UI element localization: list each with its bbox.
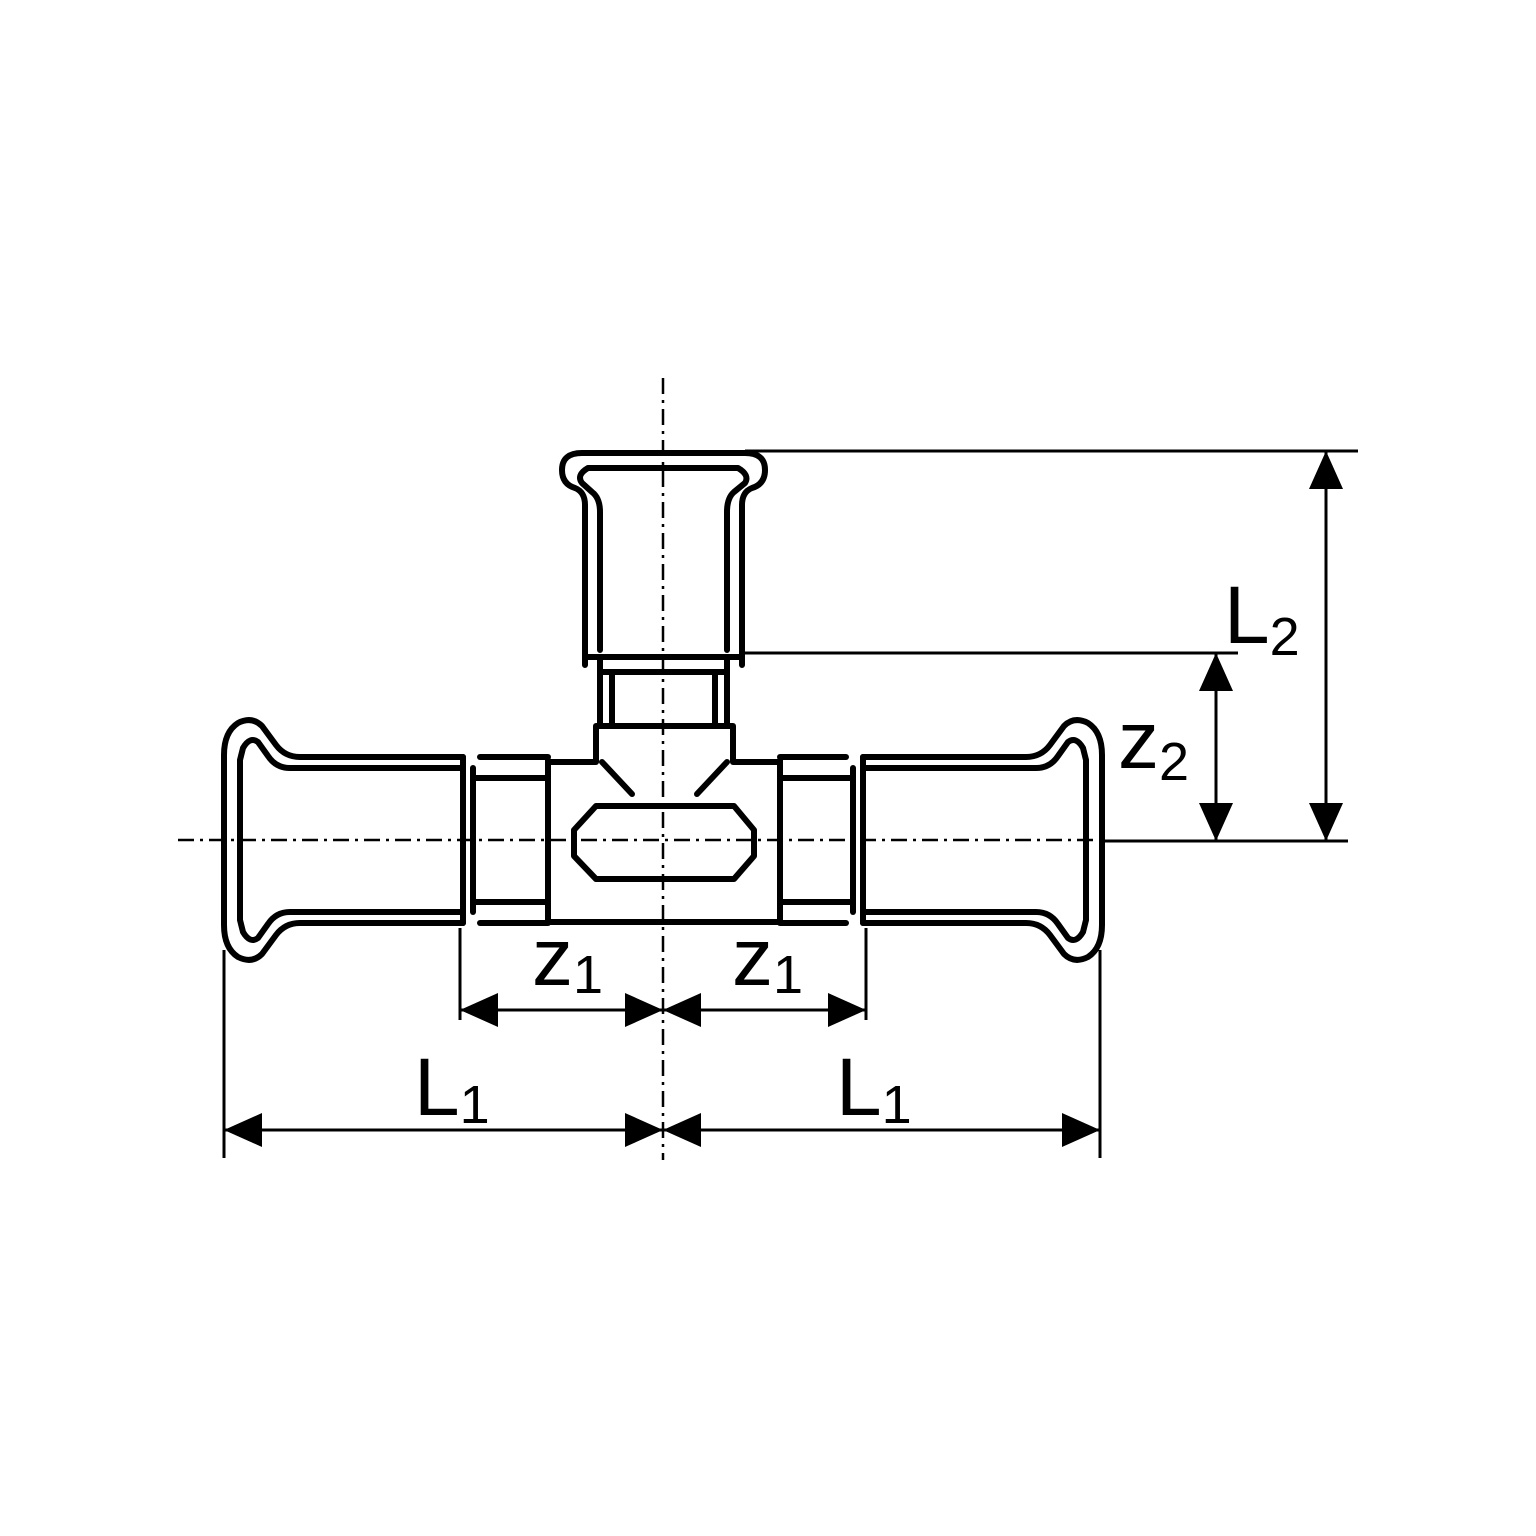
dim-z1-right bbox=[663, 993, 866, 1027]
label-z1-right: z1 bbox=[732, 912, 803, 1005]
extension-lines bbox=[222, 449, 1358, 1158]
label-l1-left: L1 bbox=[414, 1042, 490, 1135]
branch-press-socket bbox=[559, 450, 768, 729]
left-tube-section bbox=[460, 754, 551, 926]
inspection-window bbox=[571, 803, 757, 882]
label-z2: z2 bbox=[1118, 695, 1189, 792]
tee-body bbox=[545, 723, 783, 925]
dim-z2 bbox=[1199, 653, 1233, 841]
dim-l1-left bbox=[224, 1113, 663, 1147]
right-tube-section bbox=[777, 754, 866, 926]
dim-l2 bbox=[1309, 451, 1343, 841]
dim-l1-right bbox=[663, 1113, 1100, 1147]
dim-z1-left bbox=[460, 993, 663, 1027]
label-l1-right: L1 bbox=[836, 1042, 912, 1135]
left-press-socket bbox=[221, 717, 466, 963]
label-z1-left: z1 bbox=[532, 912, 603, 1005]
label-l2: L2 bbox=[1224, 570, 1300, 667]
